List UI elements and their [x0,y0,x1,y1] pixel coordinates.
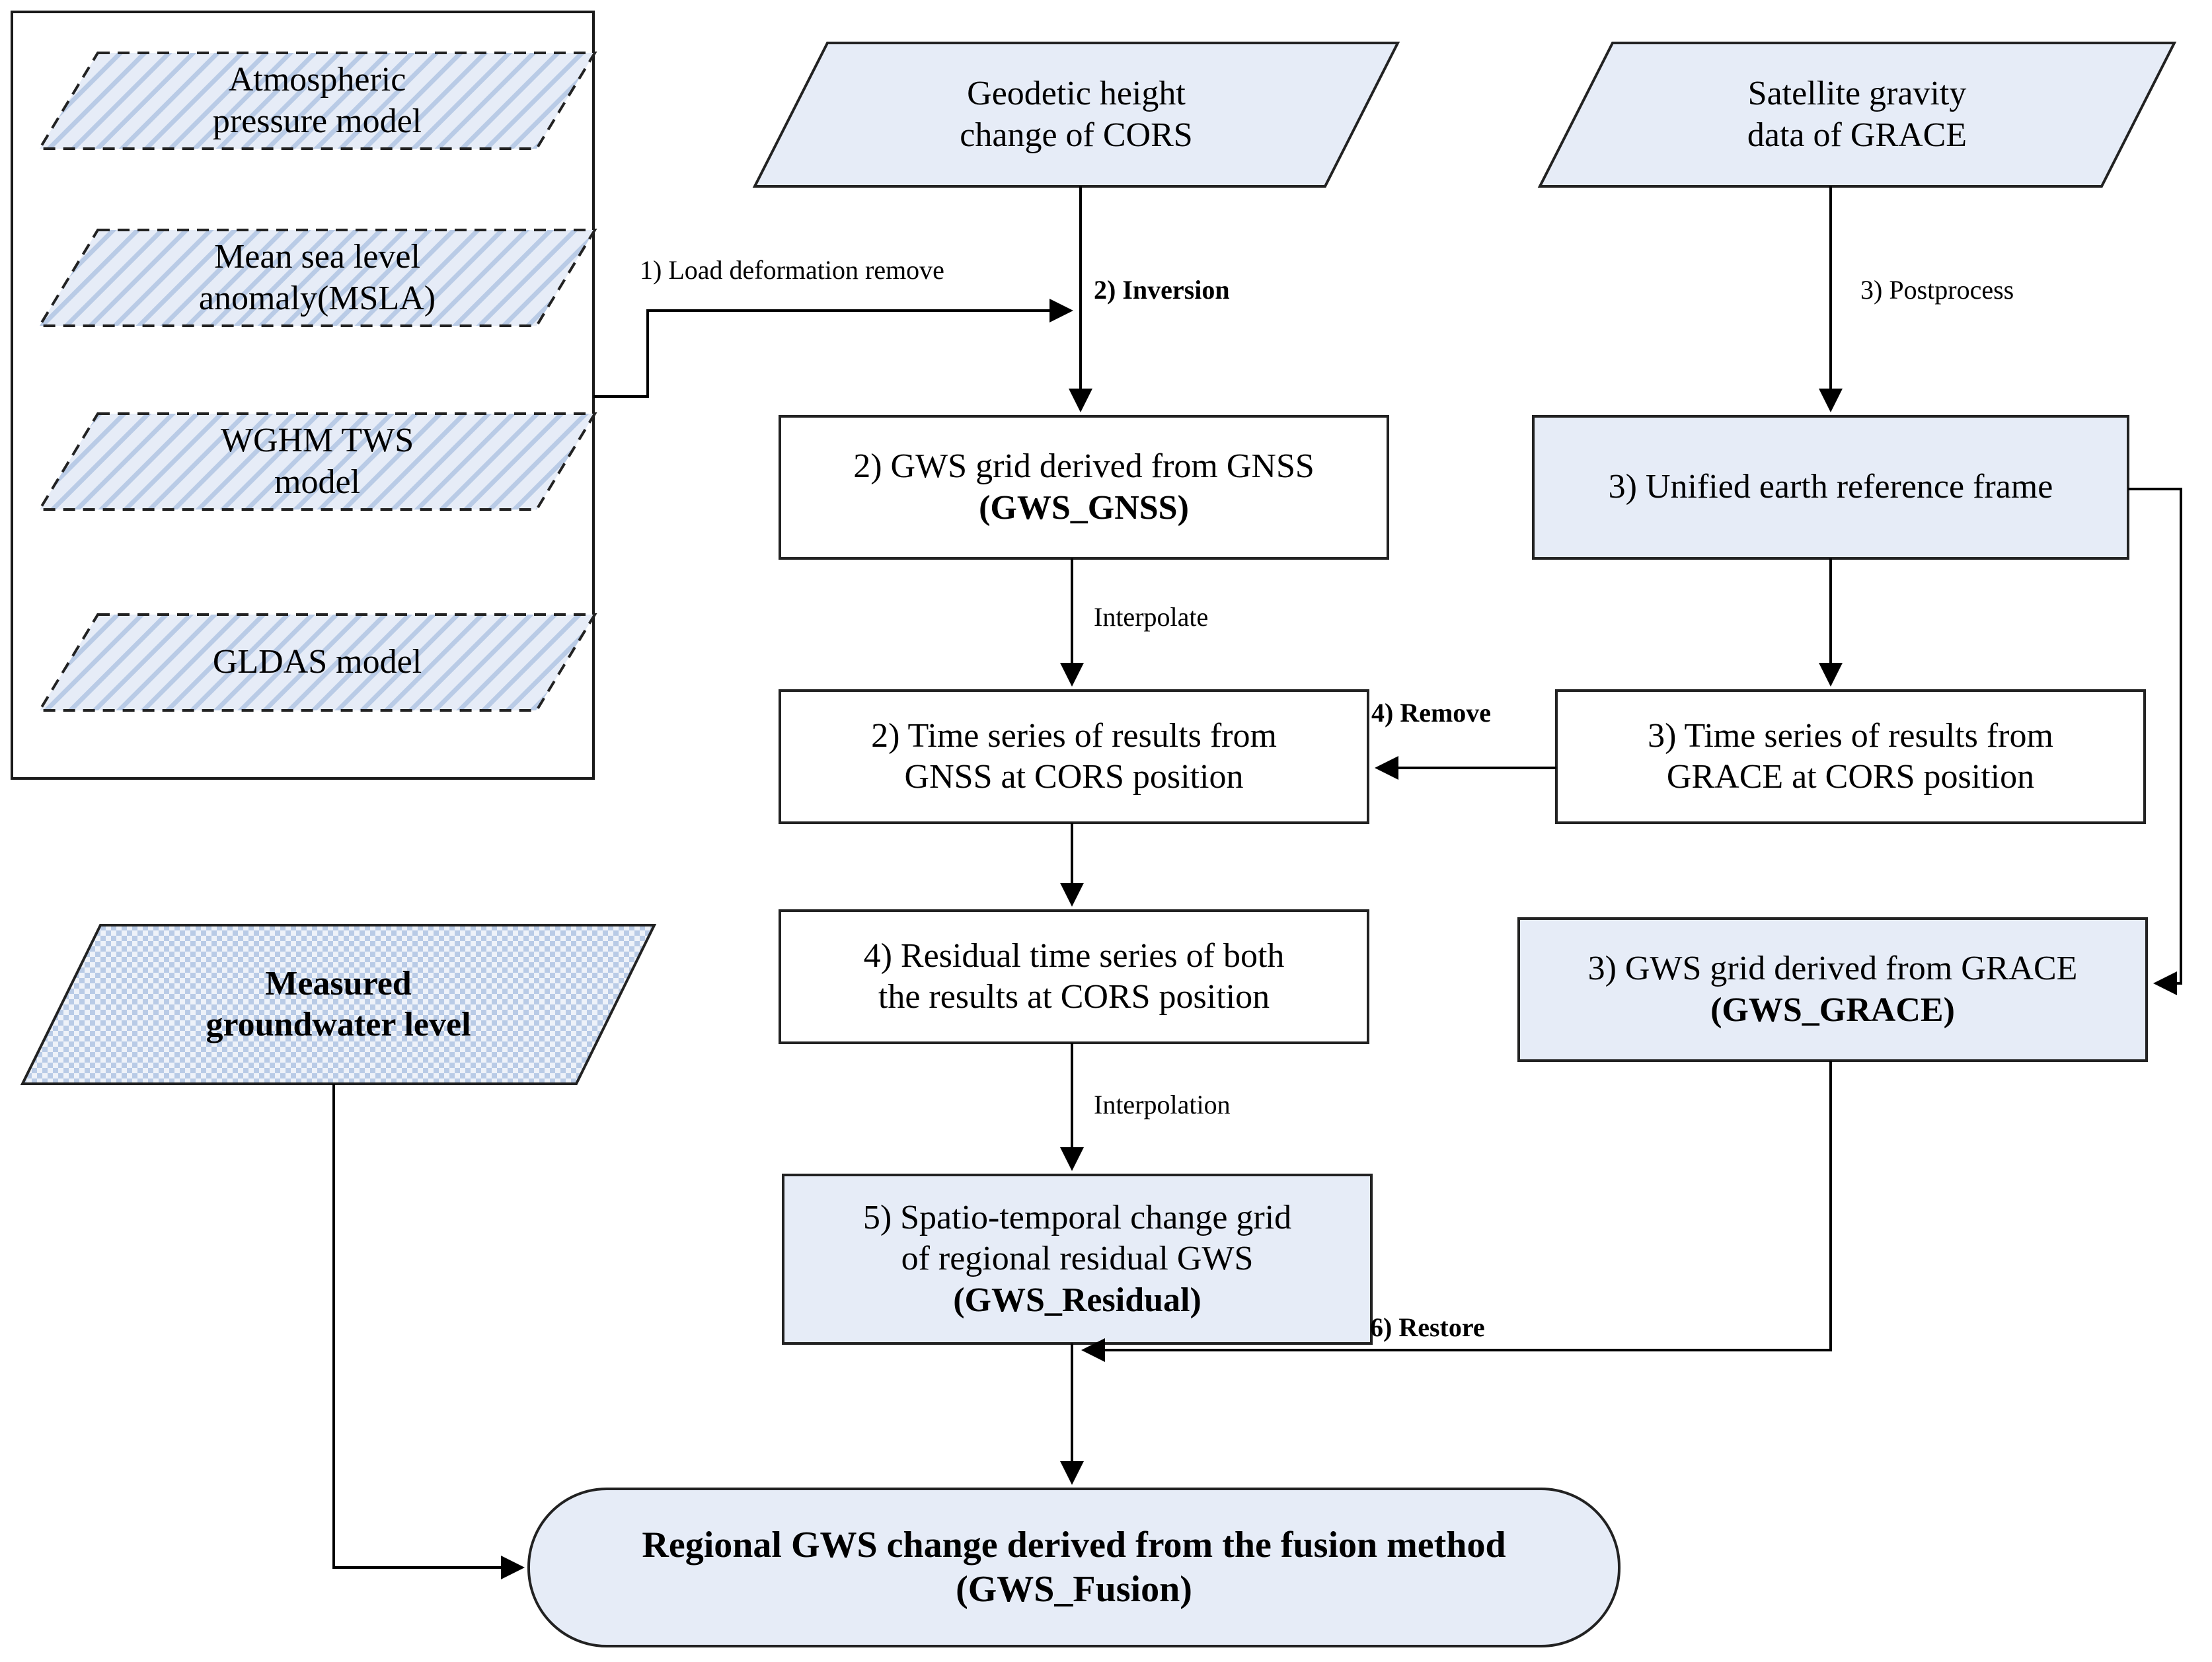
node-wghm-tws-model-shape[interactable] [37,412,597,511]
edge-label-interpolation: Interpolation [1094,1090,1231,1119]
node-gws-grid-gnss-shape[interactable] [779,415,1389,560]
edge-label-inversion: 2) Inversion [1094,275,1230,305]
node-gws-grid-grace-shape[interactable] [1517,917,2148,1062]
node-satellite-gravity-grace-shape[interactable] [1537,42,2177,188]
node-time-series-gnss-shape[interactable] [779,689,1369,824]
edge-label-remove: 4) Remove [1371,698,1492,728]
edge-label-interpolate: Interpolate [1094,602,1209,632]
edge-label-load-deformation-remove: 1) Load deformation remove [640,255,944,285]
node-atmospheric-pressure-model-shape[interactable] [37,52,597,150]
node-residual-time-series-shape[interactable] [779,909,1369,1044]
node-gldas-model-shape[interactable] [37,613,597,712]
edge-restore-grace-to-fusion [1081,1061,1832,1362]
edge-label-restore: 6) Restore [1370,1312,1485,1342]
node-gws-fusion-shape[interactable] [527,1488,1621,1647]
node-time-series-grace-shape[interactable] [1555,689,2146,824]
edge-label-postprocess: 3) Postprocess [1860,275,2014,305]
node-geodetic-height-change-shape[interactable] [752,42,1400,188]
node-gws-residual-grid-shape[interactable] [782,1174,1373,1345]
edge-models-to-load-deformation [593,299,1073,398]
node-measured-groundwater-level-shape[interactable] [20,924,657,1085]
edge-unified-frame-to-gws-grace [2128,488,2182,995]
node-unified-earth-frame-shape[interactable] [1532,415,2129,560]
edge-measured-level-to-fusion [332,1084,525,1579]
node-mean-sea-level-anomaly-shape[interactable] [37,229,597,327]
